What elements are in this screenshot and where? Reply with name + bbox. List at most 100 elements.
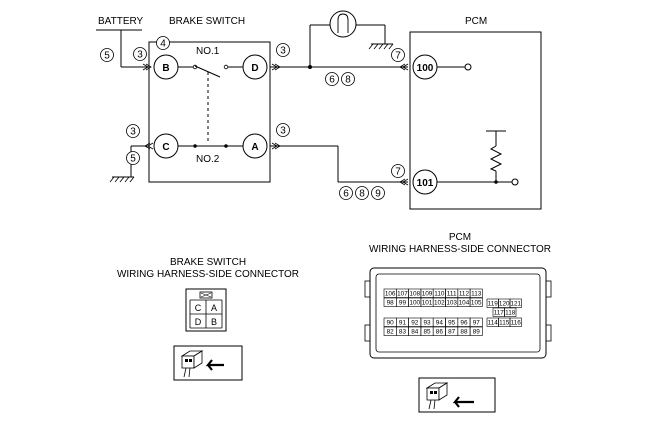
pcm-pin-108: 108 <box>409 291 420 298</box>
switch-no1-label: NO.1 <box>196 46 220 57</box>
pcm-connector-tab-right-top <box>545 280 552 298</box>
pcm-connector-tab-left-bottom <box>364 324 371 342</box>
pcm-pin-115: 115 <box>499 320 510 327</box>
brake-connector-subtitle: WIRING HARNESS-SIDE CONNECTOR <box>117 269 299 280</box>
connector-a-arrow <box>271 142 281 150</box>
pcm-pin-105-cell <box>469 297 483 307</box>
marker-8-top: 8 <box>345 75 351 86</box>
pcm-pin-107: 107 <box>397 291 408 298</box>
marker-6-top: 6 <box>329 75 335 86</box>
pin-a-label: A <box>251 142 258 153</box>
pcm-pin-89-cell <box>469 326 483 336</box>
pcm-pin-100: 100 <box>409 300 420 307</box>
pcm-pin-113-cell <box>469 288 483 298</box>
pullup-resistor-icon <box>489 145 503 172</box>
pcm-pin-118-cell <box>504 307 517 317</box>
pcm-pin-110: 110 <box>434 291 445 298</box>
pcm-pin-105: 105 <box>471 300 482 307</box>
pcm-connector-arrow-icon <box>452 396 474 408</box>
pcm-pin-106: 106 <box>385 291 396 298</box>
brake-cell-b: B <box>211 317 217 327</box>
connector-b-arrow <box>142 63 152 71</box>
connector-d-arrow <box>271 63 281 71</box>
pcm-pin-85: 85 <box>423 329 431 336</box>
pcm-box <box>409 31 542 210</box>
brake-connector-lock <box>199 291 213 299</box>
marker-3-b: 3 <box>137 50 143 61</box>
brake-connector-plug-icon <box>180 350 204 378</box>
ground-hatch-lamp <box>368 43 394 50</box>
pcm-pin-120: 120 <box>499 301 510 308</box>
pcm-pin-109: 109 <box>422 291 433 298</box>
battery-label: BATTERY <box>98 16 144 27</box>
pcm-pin-103: 103 <box>446 300 457 307</box>
pcm-pin-101: 101 <box>422 300 433 307</box>
pcm-pin-114: 114 <box>488 320 499 327</box>
pcm-pin-102: 102 <box>434 300 445 307</box>
marker-3-a: 3 <box>280 126 286 137</box>
pcm-pin-116: 116 <box>511 320 522 327</box>
pcm-pin-86: 86 <box>436 329 444 336</box>
pcm-connector-title: PCM <box>449 232 471 243</box>
pcm-101-terminal <box>511 178 519 186</box>
lamp-filament <box>337 13 349 33</box>
pcm-pin-100-label: 100 <box>417 63 434 74</box>
marker-3-c: 3 <box>130 127 136 138</box>
brake-cell-d: D <box>195 317 202 327</box>
pcm-pin-119: 119 <box>488 301 499 308</box>
pcm-pin-104: 104 <box>459 300 470 307</box>
pcm-pin-93: 93 <box>423 320 431 327</box>
pcm-pin-92: 92 <box>411 320 419 327</box>
pcm-pin-99: 99 <box>399 300 407 307</box>
pcm-connector-inner <box>375 273 541 353</box>
pcm-pin-116-cell <box>509 317 522 327</box>
marker-7-top: 7 <box>395 51 401 62</box>
pcm-pin-98: 98 <box>387 300 395 307</box>
pin-c-label: C <box>162 142 169 153</box>
ground-hatch-c <box>109 176 135 183</box>
marker-4: 4 <box>160 39 166 50</box>
marker-7-bottom: 7 <box>395 167 401 178</box>
marker-5-battery: 5 <box>104 51 110 62</box>
pcm-pin-82: 82 <box>387 329 395 336</box>
pcm-pin-88: 88 <box>460 329 468 336</box>
pcm-connector-tab-right-bottom <box>545 324 552 342</box>
brake-switch-label: BRAKE SWITCH <box>169 16 245 27</box>
brake-switch-box <box>148 41 271 183</box>
marker-6-bottom: 6 <box>343 189 349 200</box>
pcm-label: PCM <box>465 16 487 27</box>
marker-5-ground: 5 <box>130 154 136 165</box>
pcm-pin-87: 87 <box>448 329 456 336</box>
brake-cell-c: C <box>195 303 202 313</box>
marker-8-bottom: 8 <box>359 189 365 200</box>
pcm-100-terminal <box>464 63 472 71</box>
pcm-pin-118: 118 <box>505 310 516 317</box>
marker-3-d: 3 <box>280 46 286 57</box>
connector-c-arrow <box>144 142 154 150</box>
pin-b-label: B <box>162 63 169 74</box>
pcm-pin-97-cell <box>469 317 483 327</box>
pcm-pin-111: 111 <box>447 291 457 298</box>
brake-connector-title: BRAKE SWITCH <box>170 257 246 268</box>
switch-no2-label: NO.2 <box>196 154 220 165</box>
pcm-pin-121-cell <box>509 298 522 308</box>
pcm-pin-89: 89 <box>473 329 481 336</box>
pcm-pin-117: 117 <box>494 310 505 317</box>
pcm-pin-95: 95 <box>448 320 456 327</box>
pcm-pin-101-label: 101 <box>417 178 434 189</box>
pcm-connector-icon-frame <box>418 377 496 413</box>
pcm-connector-subtitle: WIRING HARNESS-SIDE CONNECTOR <box>369 244 551 255</box>
pcm-connector-outer <box>369 267 547 359</box>
brake-lamp-icon <box>329 10 357 38</box>
pcm-pin-91: 91 <box>399 320 407 327</box>
pcm-connector-tab-left-top <box>364 280 371 298</box>
pcm-pin-90: 90 <box>387 320 395 327</box>
brake-connector-face <box>185 288 227 332</box>
pin-d-label: D <box>251 63 258 74</box>
no1-right-contact <box>223 64 229 70</box>
pcm-100-arrow <box>399 63 409 71</box>
pcm-pin-84: 84 <box>411 329 419 336</box>
